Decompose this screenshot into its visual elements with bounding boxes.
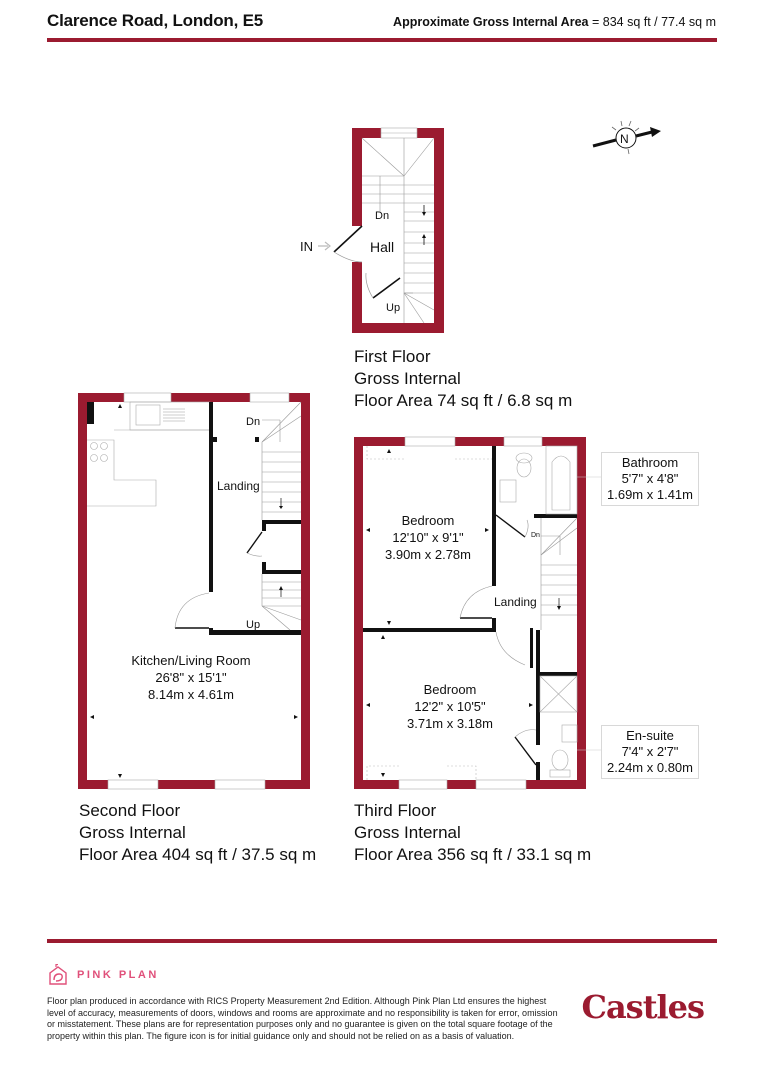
callout-ensuite-imperial: 7'4" x 2'7"	[621, 744, 679, 759]
room-dims-imperial-bedroom-1: 12'10" x 9'1"	[392, 530, 464, 545]
room-dims-imperial-bedroom-2: 12'2" x 10'5"	[414, 699, 486, 714]
first-floor-stairs-down: Dn	[375, 210, 389, 222]
gross-area-summary: Approximate Gross Internal Area = 834 sq…	[393, 15, 716, 29]
compass-north-label: N	[620, 132, 629, 146]
callout-bathroom-name: Bathroom	[621, 455, 679, 470]
disclaimer-text: Floor plan produced in accordance with R…	[47, 996, 558, 1041]
caption-second-floor: Second Floor Gross Internal Floor Area 4…	[79, 800, 316, 866]
room-dims-metric-kitchen: 8.14m x 4.61m	[148, 687, 234, 702]
first-floor-area: Floor Area 74 sq ft / 6.8 sq m	[354, 391, 573, 410]
property-title: Clarence Road, London, E5	[47, 11, 264, 30]
room-label-hall: Hall	[370, 239, 394, 255]
room-label-kitchen-living: Kitchen/Living Room	[131, 653, 250, 668]
pink-plan-house-icon	[49, 964, 67, 985]
gross-area-value: = 834 sq ft / 77.4 sq m	[591, 15, 716, 29]
callout-bathroom: Bathroom 5'7" x 4'8" 1.69m x 1.41m	[601, 452, 699, 506]
footer-rule	[47, 939, 717, 943]
room-label-bedroom-1: Bedroom	[402, 513, 455, 528]
entrance-label: IN	[300, 239, 313, 254]
third-floor-plan: Dn Bedroom 12'10" x 9'1" 3.90m x 2.78m L…	[354, 436, 601, 790]
second-floor-gross: Gross Internal	[79, 823, 186, 842]
north-arrow-icon: N	[592, 120, 661, 155]
third-floor-name: Third Floor	[354, 801, 437, 820]
first-floor-plan: IN Dn Hall Up	[300, 127, 444, 333]
third-floor-area: Floor Area 356 sq ft / 33.1 sq m	[354, 845, 592, 864]
room-label-landing-third: Landing	[494, 595, 537, 609]
callout-bathroom-imperial: 5'7" x 4'8"	[621, 471, 679, 486]
pink-plan-brand: PINK PLAN	[77, 969, 159, 981]
third-floor-stairs-down: Dn	[531, 532, 540, 539]
pink-plan-logo: PINK PLAN	[47, 964, 159, 986]
first-floor-stairs-up: Up	[386, 302, 400, 314]
header-rule	[47, 38, 717, 42]
caption-third-floor: Third Floor Gross Internal Floor Area 35…	[354, 800, 591, 866]
second-floor-stairs-down: Dn	[246, 416, 260, 428]
callout-ensuite: En-suite 7'4" x 2'7" 2.24m x 0.80m	[601, 725, 699, 779]
second-floor-name: Second Floor	[79, 801, 181, 820]
callout-ensuite-metric: 2.24m x 0.80m	[607, 760, 693, 775]
second-floor-stairs-up: Up	[246, 619, 260, 631]
third-floor-gross: Gross Internal	[354, 823, 461, 842]
first-floor-gross: Gross Internal	[354, 369, 461, 388]
room-dims-metric-bedroom-2: 3.71m x 3.18m	[407, 716, 493, 731]
room-label-landing-second: Landing	[217, 479, 260, 493]
callout-ensuite-name: En-suite	[626, 728, 674, 743]
room-dims-imperial-kitchen: 26'8" x 15'1"	[155, 670, 227, 685]
second-floor-area: Floor Area 404 sq ft / 37.5 sq m	[79, 845, 317, 864]
room-dims-metric-bedroom-1: 3.90m x 2.78m	[385, 547, 471, 562]
second-floor-plan: Dn Landing Up Kitchen/Living Room 26'8" …	[78, 392, 310, 790]
gross-area-label: Approximate Gross Internal Area	[393, 15, 589, 29]
callout-bathroom-metric: 1.69m x 1.41m	[607, 487, 693, 502]
caption-first-floor: First Floor Gross Internal Floor Area 74…	[354, 346, 572, 412]
first-floor-name: First Floor	[354, 347, 431, 366]
room-label-bedroom-2: Bedroom	[424, 682, 477, 697]
castles-logo: Castles	[581, 988, 705, 1026]
